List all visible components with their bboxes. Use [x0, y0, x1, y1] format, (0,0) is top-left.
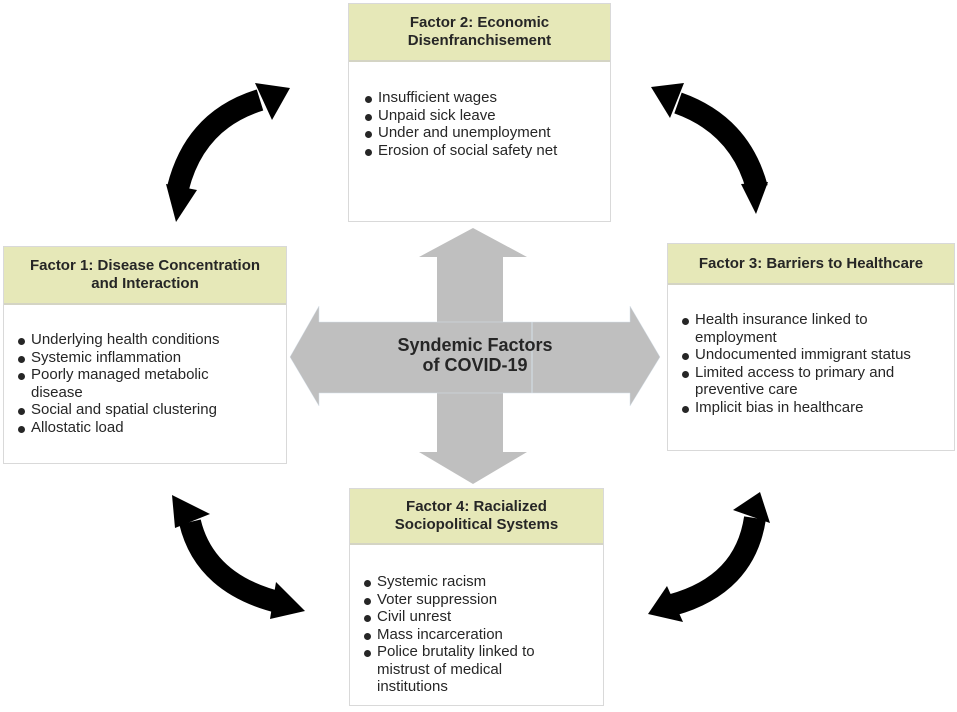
curved-arrow-factor4-factor1 [172, 495, 305, 619]
factor-3-header: Factor 3: Barriers to Healthcare [668, 244, 954, 285]
center-title: Syndemic Factors of COVID-19 [350, 335, 600, 375]
list-item: Insufficient wages [364, 89, 610, 107]
list-item: Police brutality linked to mistrust of m… [363, 643, 577, 696]
list-item: Poorly managed metabolic disease [17, 366, 221, 401]
list-item: Erosion of social safety net [364, 142, 610, 160]
list-item: Undocumented immigrant status [681, 346, 936, 364]
central-arrow-horizontal [289, 305, 661, 407]
factor-4-title-line1: Factor 4: Racialized [406, 498, 547, 515]
factor-3-list: Health insurance linked to employment Un… [681, 311, 936, 416]
curved-arrow-factor1-factor2 [166, 83, 290, 222]
factor-2-list: Insufficient wages Unpaid sick leave Und… [364, 89, 610, 159]
list-item: Systemic inflammation [17, 349, 232, 367]
list-item: Implicit bias in healthcare [681, 399, 936, 417]
list-item: Civil unrest [363, 608, 603, 626]
list-item: Allostatic load [17, 419, 232, 437]
list-item: Health insurance linked to employment [681, 311, 905, 346]
factor-3-box: Factor 3: Barriers to Healthcare Health … [667, 243, 955, 451]
factor-2-title-line2: Disenfranchisement [407, 32, 552, 49]
factor-1-title-line2: and Interaction [91, 275, 199, 292]
factor-1-header: Factor 1: Disease Concentration and Inte… [4, 247, 286, 305]
factor-1-title-line1: Factor 1: Disease Concentration [29, 257, 261, 274]
curved-arrow-factor3-factor4 [648, 492, 770, 622]
center-title-line2: of COVID-19 [422, 355, 528, 375]
list-item: Under and unemployment [364, 124, 610, 142]
factor-2-title-line1: Factor 2: Economic [409, 14, 550, 31]
list-item: Unpaid sick leave [364, 107, 610, 125]
factor-4-list: Systemic racism Voter suppression Civil … [363, 573, 603, 696]
list-item: Mass incarceration [363, 626, 603, 644]
factor-2-header: Factor 2: Economic Disenfranchisement [349, 4, 610, 62]
factor-1-list: Underlying health conditions Systemic in… [17, 331, 232, 436]
list-item: Voter suppression [363, 591, 603, 609]
factor-4-title-line2: Sociopolitical Systems [394, 516, 559, 533]
list-item: Systemic racism [363, 573, 603, 591]
list-item: Underlying health conditions [17, 331, 232, 349]
factor-4-box: Factor 4: Racialized Sociopolitical Syst… [349, 488, 604, 706]
center-title-line1: Syndemic Factors [397, 335, 553, 355]
list-item: Social and spatial clustering [17, 401, 232, 419]
factor-3-title-line1: Factor 3: Barriers to Healthcare [698, 254, 924, 272]
list-item: Limited access to primary and preventive… [681, 364, 920, 399]
factor-1-box: Factor 1: Disease Concentration and Inte… [3, 246, 287, 464]
factor-4-header: Factor 4: Racialized Sociopolitical Syst… [350, 489, 603, 545]
factor-2-box: Factor 2: Economic Disenfranchisement In… [348, 3, 611, 222]
curved-arrow-factor2-factor3 [651, 83, 768, 214]
